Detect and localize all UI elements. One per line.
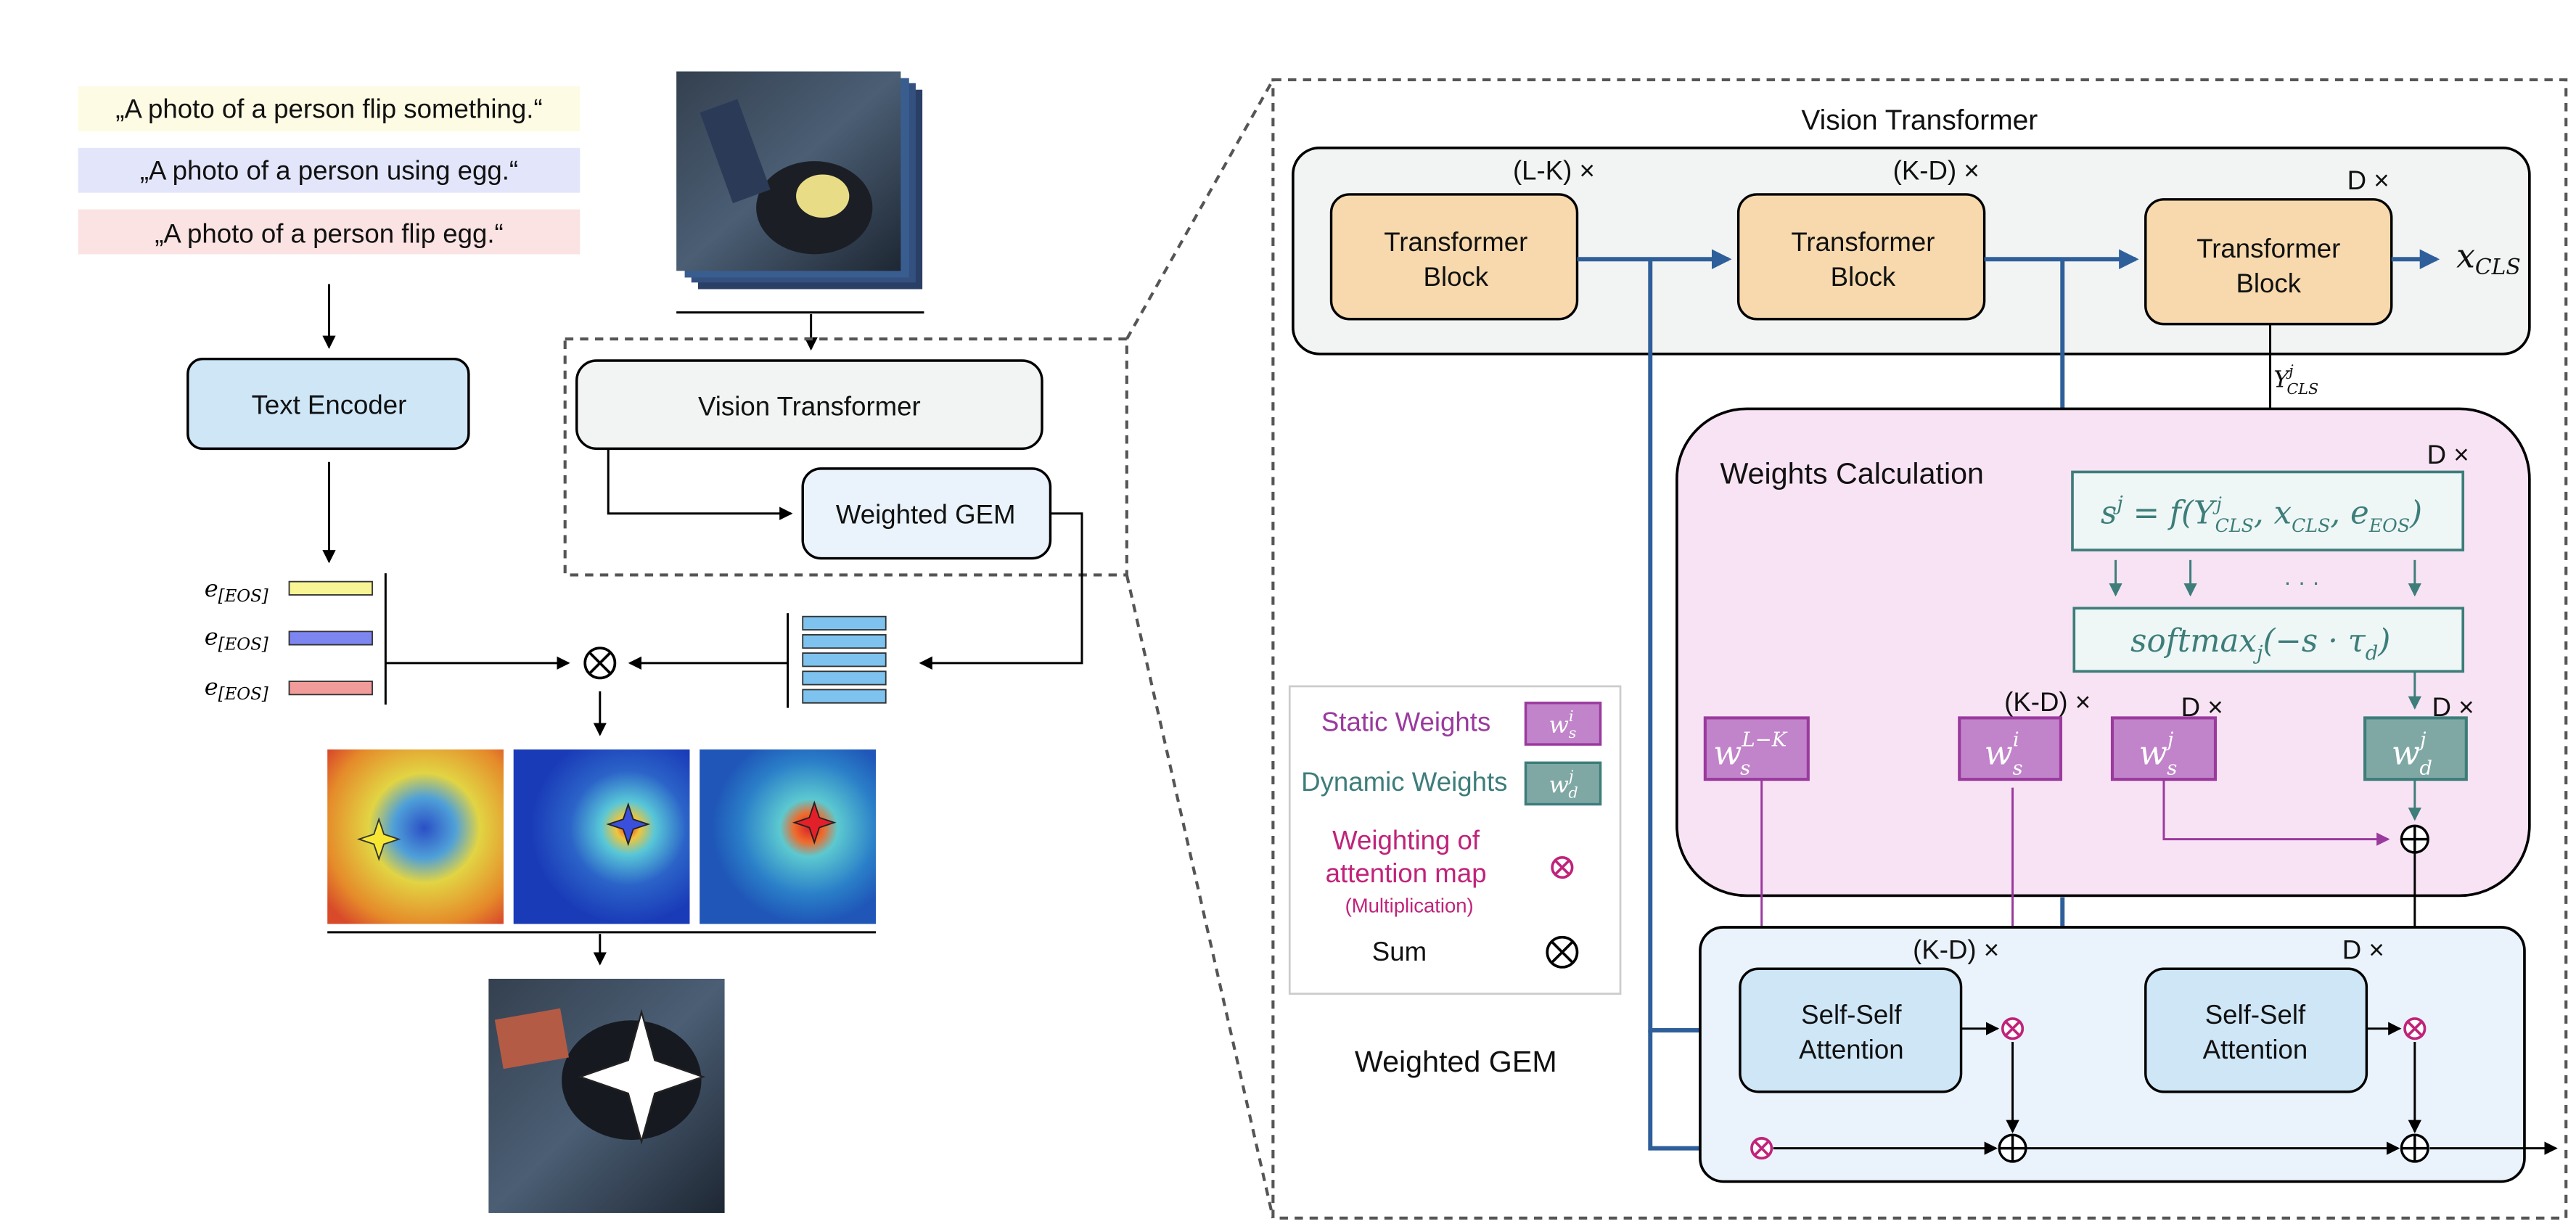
ssa-2-line1: Self-Self bbox=[2205, 1000, 2306, 1030]
gem-arrows bbox=[1773, 1022, 2558, 1155]
multiply-operator-3 bbox=[1750, 1137, 1773, 1160]
eos-bar-3 bbox=[288, 681, 373, 696]
eos-label-2: e[EOS] bbox=[205, 623, 268, 654]
transformer-block-3-line2: Block bbox=[2236, 268, 2301, 298]
eos-embeddings: e[EOS] e[EOS] e[EOS] bbox=[205, 573, 387, 705]
legend-weighting-line2: attention map bbox=[1326, 858, 1487, 888]
prompt-box-3 bbox=[78, 209, 581, 255]
legend-multiply-icon bbox=[1551, 855, 1574, 879]
svg-text:wjd: wjd bbox=[2392, 728, 2432, 779]
ssa-2-line2: Attention bbox=[2203, 1035, 2308, 1064]
legend-weighting-line3: (Multiplication) bbox=[1345, 894, 1474, 916]
sum-operator bbox=[583, 646, 617, 680]
overview-wgem-label: Weighted GEM bbox=[836, 499, 1016, 529]
self-self-attention-1: Self-Self Attention bbox=[1739, 967, 1963, 1093]
legend-static-label: Static Weights bbox=[1321, 707, 1490, 737]
result-image bbox=[488, 978, 725, 1213]
transformer-block-3: Transformer Block bbox=[2144, 198, 2393, 326]
text-encoder-label: Text Encoder bbox=[252, 390, 407, 419]
video-frames-stack bbox=[676, 71, 924, 314]
transformer-block-1-line2: Block bbox=[1424, 262, 1489, 292]
legend-sum-label: Sum bbox=[1372, 937, 1427, 966]
transformer-block-2-line2: Block bbox=[1831, 262, 1896, 292]
legend-static-swatch bbox=[1524, 702, 1602, 746]
weighted-gem-title: Weighted GEM bbox=[1355, 1045, 1557, 1078]
count-kd: (K-D) × bbox=[1893, 155, 1980, 185]
heatmap-blue bbox=[513, 749, 690, 924]
multiply-operator-2 bbox=[2403, 1017, 2427, 1040]
wgem-count-d: D × bbox=[2342, 935, 2384, 965]
eos-bar-2 bbox=[288, 631, 373, 646]
svg-text:wjs: wjs bbox=[2139, 728, 2178, 779]
transformer-block-3-line1: Transformer bbox=[2196, 234, 2340, 263]
prompt-text-1: „A photo of a person flip something.“ bbox=[115, 94, 542, 124]
legend-dynamic-label: Dynamic Weights bbox=[1301, 767, 1507, 797]
star-blue-icon bbox=[606, 802, 651, 847]
gem-sum-operator-1 bbox=[1998, 1133, 2027, 1163]
prompt-text-3: „A photo of a person flip egg.“ bbox=[155, 218, 504, 248]
xcls-label: xCLS bbox=[2456, 237, 2521, 280]
weights-calculation-count: D × bbox=[2427, 440, 2469, 469]
gem-sum-operator-2 bbox=[2400, 1133, 2429, 1163]
transformer-block-2: Transformer Block bbox=[1736, 193, 1986, 321]
prompt-list: „A photo of a person flip something.“ „A… bbox=[78, 86, 581, 255]
legend-dynamic-swatch bbox=[1524, 761, 1602, 806]
overview-dashed-box bbox=[563, 337, 1128, 577]
weights-calculation-title: Weights Calculation bbox=[1720, 456, 1984, 490]
teal-arrows bbox=[2109, 559, 2421, 710]
legend-sum-icon bbox=[1546, 935, 1579, 969]
ssa-1-line2: Attention bbox=[1799, 1035, 1904, 1064]
weights-sum-operator bbox=[2400, 824, 2429, 854]
legend-weighting-line1: Weighting of bbox=[1332, 825, 1480, 855]
ellipsis: · · · bbox=[2284, 569, 2320, 595]
detail-vit-title: Vision Transformer bbox=[1801, 105, 2038, 136]
prompt-text-2: „A photo of a person using egg.“ bbox=[140, 155, 518, 185]
softmax-text: softmaxj(−s · τd) bbox=[2130, 623, 2390, 665]
heatmap-yellow bbox=[327, 749, 504, 924]
formula-s-box bbox=[2071, 470, 2465, 551]
overview-vit-label: Vision Transformer bbox=[698, 392, 921, 422]
overview-vit-box bbox=[575, 359, 1043, 451]
prompt-box-2 bbox=[78, 147, 581, 193]
eos-label-3: e[EOS] bbox=[205, 673, 268, 704]
arrow-vit-to-wgem bbox=[607, 448, 793, 520]
ssa-1-line1: Self-Self bbox=[1801, 1000, 1902, 1030]
multiply-operator-1 bbox=[2001, 1017, 2025, 1040]
arrow-wgem-to-features bbox=[919, 512, 1083, 670]
zoom-line-bottom bbox=[1125, 574, 1275, 1219]
zoom-line-top bbox=[1125, 78, 1275, 340]
self-self-attention-2: Self-Self Attention bbox=[2144, 967, 2368, 1093]
eos-bar-1 bbox=[288, 580, 373, 596]
heatmap-red bbox=[700, 749, 876, 924]
detail-dashed-box bbox=[1271, 78, 2568, 1220]
eos-label-1: e[EOS] bbox=[205, 575, 268, 606]
count-d: D × bbox=[2347, 165, 2390, 195]
prompt-box-1 bbox=[78, 86, 581, 131]
transformer-block-2-line1: Transformer bbox=[1791, 227, 1935, 257]
star-white-icon bbox=[577, 1009, 706, 1145]
softmax-box bbox=[2072, 607, 2465, 673]
star-yellow-icon bbox=[356, 817, 401, 861]
star-red-icon bbox=[792, 800, 837, 845]
transformer-block-1-line1: Transformer bbox=[1384, 227, 1527, 257]
text-encoder-box bbox=[186, 357, 470, 451]
transformer-block-1: Transformer Block bbox=[1329, 193, 1579, 321]
count-lk: (L-K) × bbox=[1513, 155, 1595, 185]
svg-text:wL−Ks: wL−Ks bbox=[1713, 728, 1787, 779]
wgem-count-kd: (K-D) × bbox=[1913, 935, 1999, 965]
patch-features bbox=[787, 613, 887, 708]
heatmaps bbox=[327, 749, 876, 934]
w-count-kd: (K-D) × bbox=[2004, 687, 2091, 717]
svg-text:wis: wis bbox=[1985, 728, 2023, 779]
